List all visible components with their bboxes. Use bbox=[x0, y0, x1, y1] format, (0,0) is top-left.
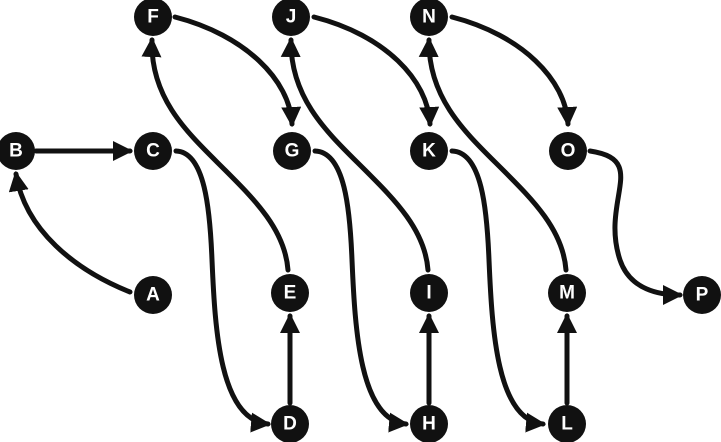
node-label: F bbox=[147, 7, 159, 28]
node-label: K bbox=[422, 141, 436, 162]
node-a: A bbox=[134, 276, 172, 314]
node-label: B bbox=[9, 141, 23, 162]
node-label: O bbox=[561, 141, 576, 162]
node-j: J bbox=[272, 0, 310, 36]
edge-c-d bbox=[173, 148, 271, 433]
node-e: E bbox=[271, 274, 309, 312]
node-label: I bbox=[426, 283, 431, 304]
node-label: A bbox=[146, 285, 160, 306]
edge-g-h bbox=[312, 148, 409, 433]
edges bbox=[8, 14, 683, 433]
node-label: D bbox=[283, 414, 297, 435]
edge-o-p bbox=[587, 148, 683, 305]
node-b: B bbox=[0, 132, 35, 170]
edge-i-j bbox=[280, 37, 431, 273]
edge-e-f bbox=[141, 37, 291, 273]
node-label: M bbox=[559, 283, 575, 304]
edge-a-b bbox=[8, 171, 133, 295]
node-p: P bbox=[683, 276, 721, 314]
node-f: F bbox=[134, 0, 172, 36]
node-i: I bbox=[410, 274, 448, 312]
node-label: N bbox=[422, 7, 436, 28]
node-m: M bbox=[548, 274, 586, 312]
edge-n-o bbox=[449, 14, 578, 127]
node-label: G bbox=[285, 141, 300, 162]
edge-k-l bbox=[449, 148, 546, 433]
edge-f-g bbox=[172, 14, 302, 127]
node-o: O bbox=[549, 132, 587, 170]
edge-m-n bbox=[418, 37, 569, 273]
node-label: C bbox=[146, 141, 160, 162]
node-c: C bbox=[134, 132, 172, 170]
node-label: L bbox=[561, 414, 573, 435]
node-l: L bbox=[548, 405, 586, 442]
node-label: H bbox=[422, 414, 436, 435]
edge-j-k bbox=[311, 14, 440, 127]
node-d: D bbox=[271, 405, 309, 442]
node-h: H bbox=[410, 405, 448, 442]
node-k: K bbox=[410, 132, 448, 170]
node-n: N bbox=[410, 0, 448, 36]
node-g: G bbox=[273, 132, 311, 170]
node-label: E bbox=[284, 283, 297, 304]
node-label: P bbox=[696, 285, 709, 306]
node-label: J bbox=[286, 7, 297, 28]
